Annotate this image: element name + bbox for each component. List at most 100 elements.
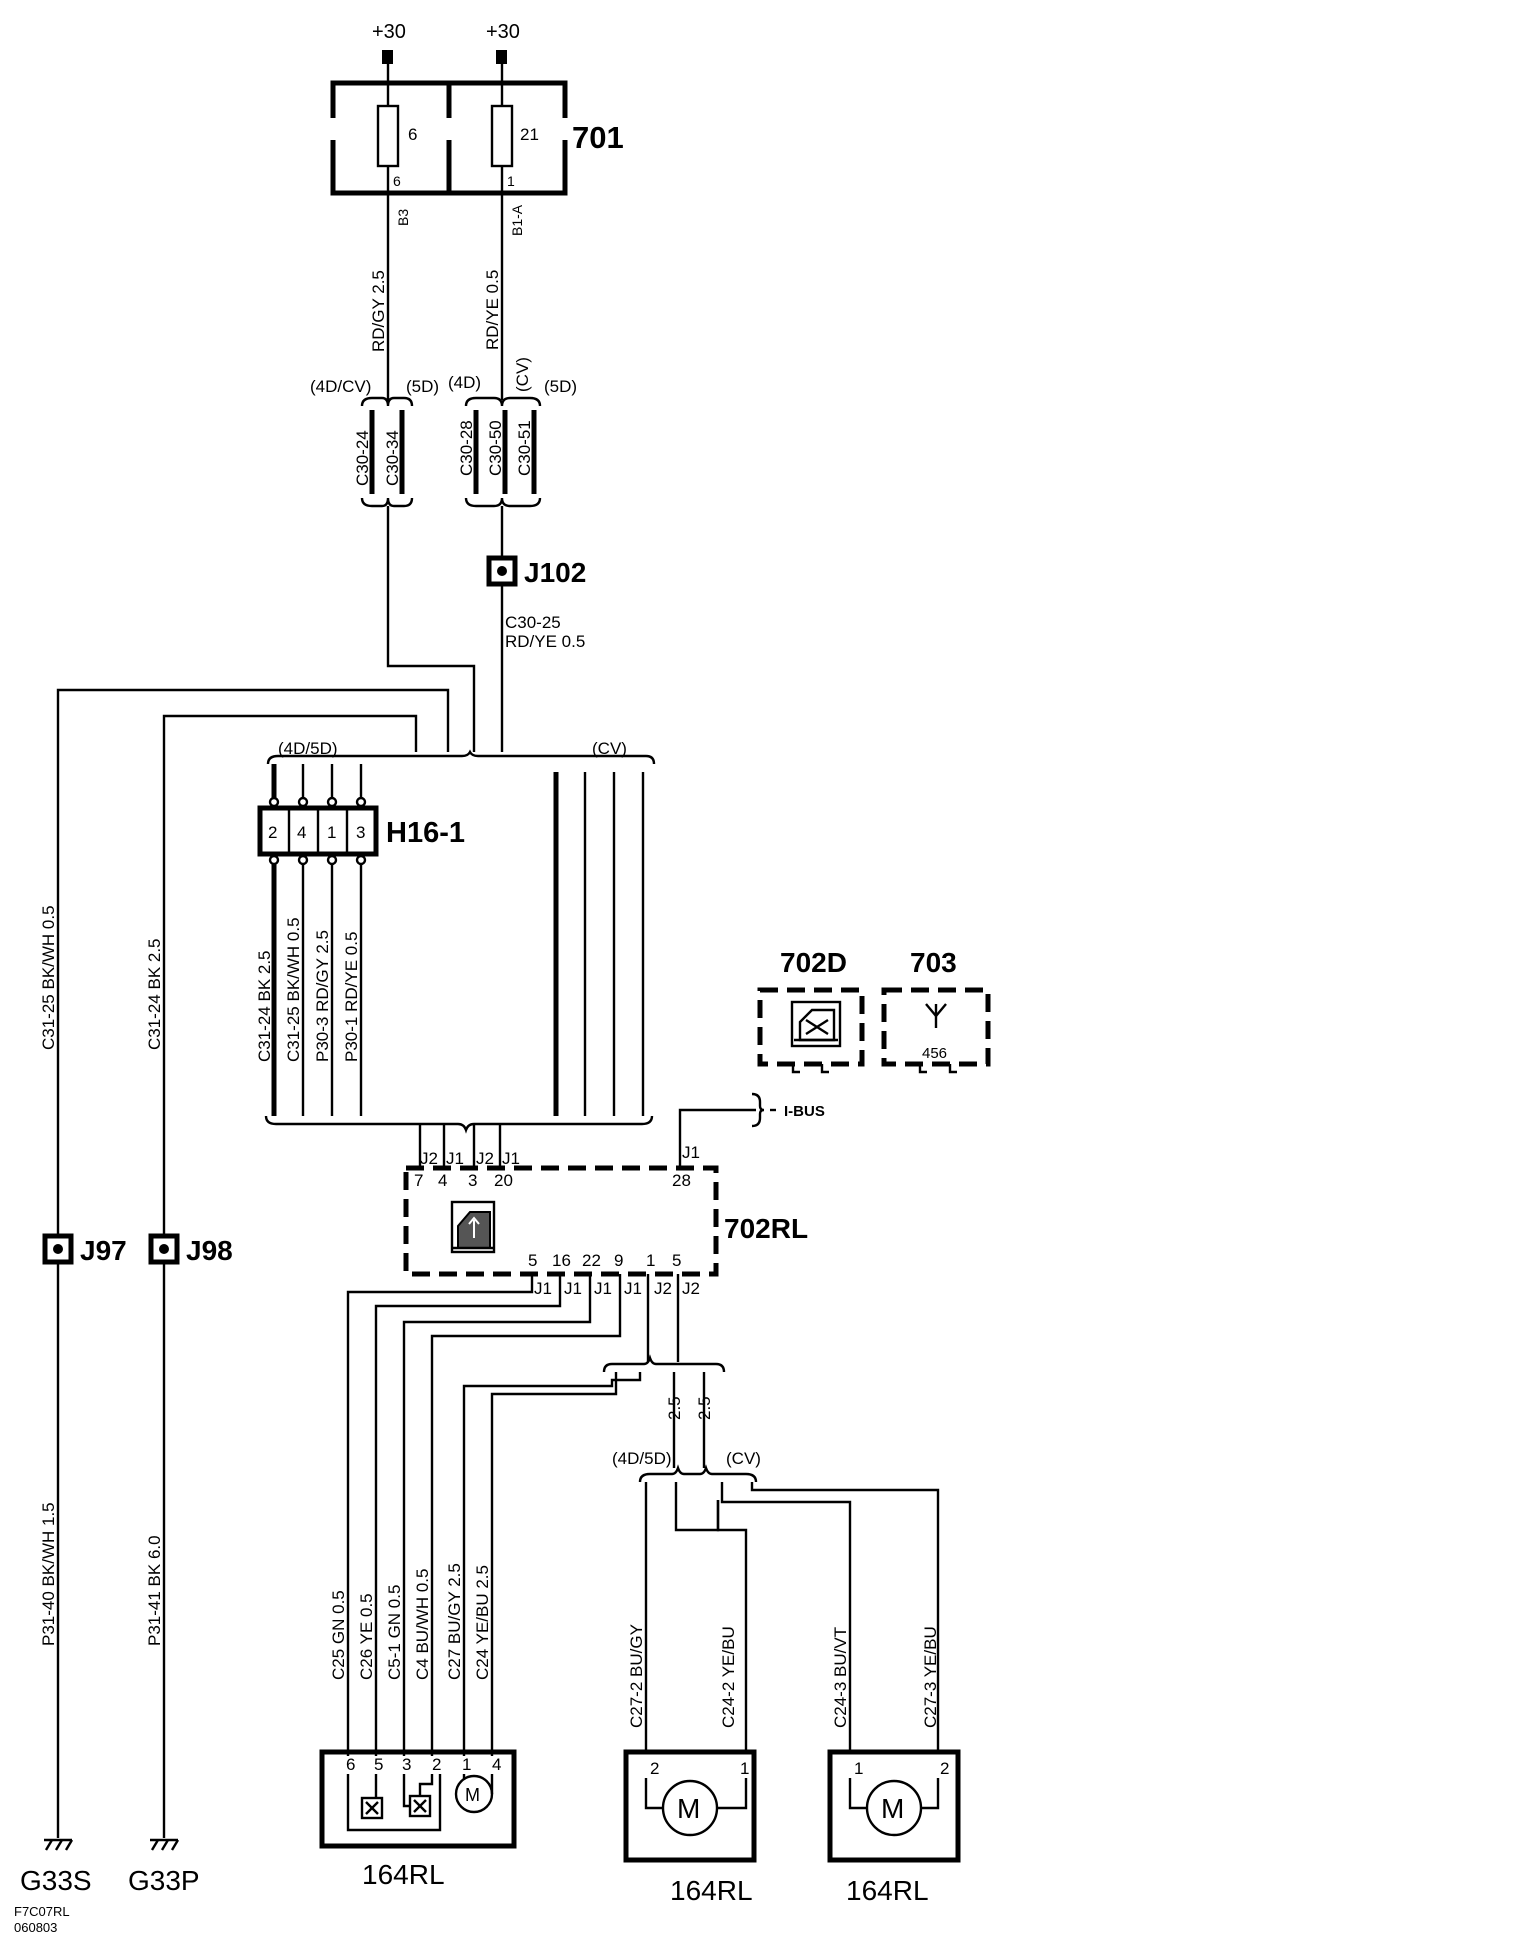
variant-cv-top: (CV): [592, 739, 627, 758]
variant-4d-5d-top: (4D/5D): [278, 739, 338, 758]
connector-c30-34: C30-34: [383, 430, 402, 486]
variant-cv-low: (CV): [726, 1449, 761, 1468]
variant-4d: (4D): [448, 373, 481, 392]
ecu-bottom-pin-9: 9: [614, 1251, 623, 1270]
ecu-bottom-conn-1: J1: [534, 1279, 552, 1298]
ecu-bottom-conn-6: J2: [682, 1279, 700, 1298]
variant-5d-a: (5D): [406, 377, 439, 396]
variant-5d-b: (5D): [544, 377, 577, 396]
j102-wire: RD/YE 0.5: [505, 632, 585, 651]
m2-pin-1: 1: [740, 1759, 749, 1778]
motor-3-id: 164RL: [846, 1875, 929, 1906]
fuse-b-pin: 1: [507, 173, 515, 189]
m1-pin-5: 5: [374, 1755, 383, 1774]
ground-symbol-g33p: [150, 1838, 180, 1851]
variant-4d-cv: (4D/CV): [310, 377, 371, 396]
motor-wire-2: C24-2 YE/BU: [719, 1626, 738, 1728]
fusebox-id: 701: [572, 120, 624, 155]
h16-wire-3: P30-3 RD/GY 2.5: [313, 930, 332, 1062]
module-703-code: 456: [922, 1045, 947, 1062]
ecu-top-conn-4: J1: [502, 1149, 520, 1168]
motor-icon-2: [661, 1779, 719, 1837]
ecu-bottom-conn-4: J1: [624, 1279, 642, 1298]
motor-wire-4: C27-3 YE/BU: [921, 1626, 940, 1728]
ecu-ibus-pin: 28: [672, 1171, 691, 1190]
m2-symbol: M: [677, 1793, 700, 1824]
h16-pin-3: 3: [356, 823, 365, 842]
window-lift-icon: [450, 1200, 496, 1254]
wire-rd-ye-label: RD/YE 0.5: [483, 270, 502, 350]
ecu-bottom-conn-2: J1: [564, 1279, 582, 1298]
connector-c30-50: C30-50: [486, 420, 505, 476]
ecu-ibus-conn: J1: [682, 1143, 700, 1162]
connector-c30-28: C30-28: [457, 420, 476, 476]
motor-164rl-1: [319, 1749, 517, 1849]
m3-symbol: M: [881, 1793, 904, 1824]
motor-2-id: 164RL: [670, 1875, 753, 1906]
h16-wire-2: C31-25 BK/WH 0.5: [284, 917, 303, 1062]
splice-j97-id: J97: [80, 1235, 127, 1266]
m1-pin-1: 1: [462, 1755, 471, 1774]
supply-terminal-1: [382, 50, 393, 64]
ecu-bottom-pin-5a: 5: [528, 1251, 537, 1270]
fuse-a-connector: B3: [395, 209, 411, 226]
variant-cv-a: (CV): [513, 357, 532, 392]
ground-symbol-g33s: [44, 1838, 74, 1851]
ecu-bottom-pin-16: 16: [552, 1251, 571, 1270]
supply-label-2: +30: [486, 21, 520, 43]
splice-j98-id: J98: [186, 1235, 233, 1266]
fuse-21: [490, 104, 514, 168]
motor-icon-3: [865, 1779, 923, 1837]
fuse-b-number: 21: [520, 125, 539, 144]
footer-date: 060803: [14, 1920, 57, 1935]
gauge-2: 2.5: [695, 1396, 714, 1420]
h16-pin-1: 1: [327, 823, 336, 842]
fusebox-701: [328, 80, 572, 196]
limit-switch-icon: [346, 1774, 442, 1832]
module-703: [881, 987, 991, 1067]
module-703-id: 703: [910, 947, 957, 978]
motor-1-id: 164RL: [362, 1859, 445, 1890]
motor-wire-1: C27-2 BU/GY: [627, 1624, 646, 1728]
antenna-icon: [925, 1003, 947, 1028]
ecu-top-pin-3: 3: [468, 1171, 477, 1190]
motor-wire-3: C24-3 BU/VT: [831, 1627, 850, 1728]
module-702d-id: 702D: [780, 947, 847, 978]
splice-j102-id: J102: [524, 557, 586, 588]
h16-wire-1: C31-24 BK 2.5: [255, 950, 274, 1062]
ecu-bottom-pin-5b: 5: [672, 1251, 681, 1270]
ecu-top-pin-4: 4: [438, 1171, 447, 1190]
m3-pin-1: 1: [854, 1759, 863, 1778]
connector-c30-51: C30-51: [515, 420, 534, 476]
ecu-bottom-conn-5: J2: [654, 1279, 672, 1298]
ecu-bottom-pin-1: 1: [646, 1251, 655, 1270]
variant-4d-5d-low: (4D/5D): [612, 1449, 672, 1468]
fuse-a-number: 6: [408, 125, 417, 144]
h16-id: H16-1: [386, 817, 465, 849]
fuse-a-pin: 6: [393, 173, 401, 189]
lower-wire-3: C5-1 GN 0.5: [385, 1585, 404, 1680]
lower-wire-4: C4 BU/WH 0.5: [413, 1569, 432, 1680]
ecu-top-conn-1: J2: [420, 1149, 438, 1168]
fuse-b-connector: B1-A: [509, 204, 525, 236]
ground-wire-left-upper: C31-25 BK/WH 0.5: [39, 905, 58, 1050]
ecu-top-conn-3: J2: [476, 1149, 494, 1168]
ecu-top-conn-2: J1: [446, 1149, 464, 1168]
ground-wire-left-lower: P31-40 BK/WH 1.5: [39, 1502, 58, 1646]
lower-wire-1: C25 GN 0.5: [329, 1590, 348, 1680]
ground-wire-right-lower: P31-41 BK 6.0: [145, 1535, 164, 1646]
motor-164rl-3: [827, 1749, 961, 1863]
lower-wire-2: C26 YE 0.5: [357, 1593, 376, 1680]
m1-pin-6: 6: [346, 1755, 355, 1774]
lower-wire-5: C27 BU/GY 2.5: [445, 1563, 464, 1680]
m1-symbol: M: [465, 1785, 480, 1805]
footer-code: F7C07RL: [14, 1904, 70, 1919]
m1-pin-2: 2: [432, 1755, 441, 1774]
connector-c30-24: C30-24: [353, 430, 372, 486]
h16-pin-4: 4: [297, 823, 306, 842]
motor-164rl-2: [623, 1749, 757, 1863]
m1-pin-4: 4: [492, 1755, 501, 1774]
m1-pin-3: 3: [402, 1755, 411, 1774]
wire-rd-gy-label: RD/GY 2.5: [369, 270, 388, 352]
